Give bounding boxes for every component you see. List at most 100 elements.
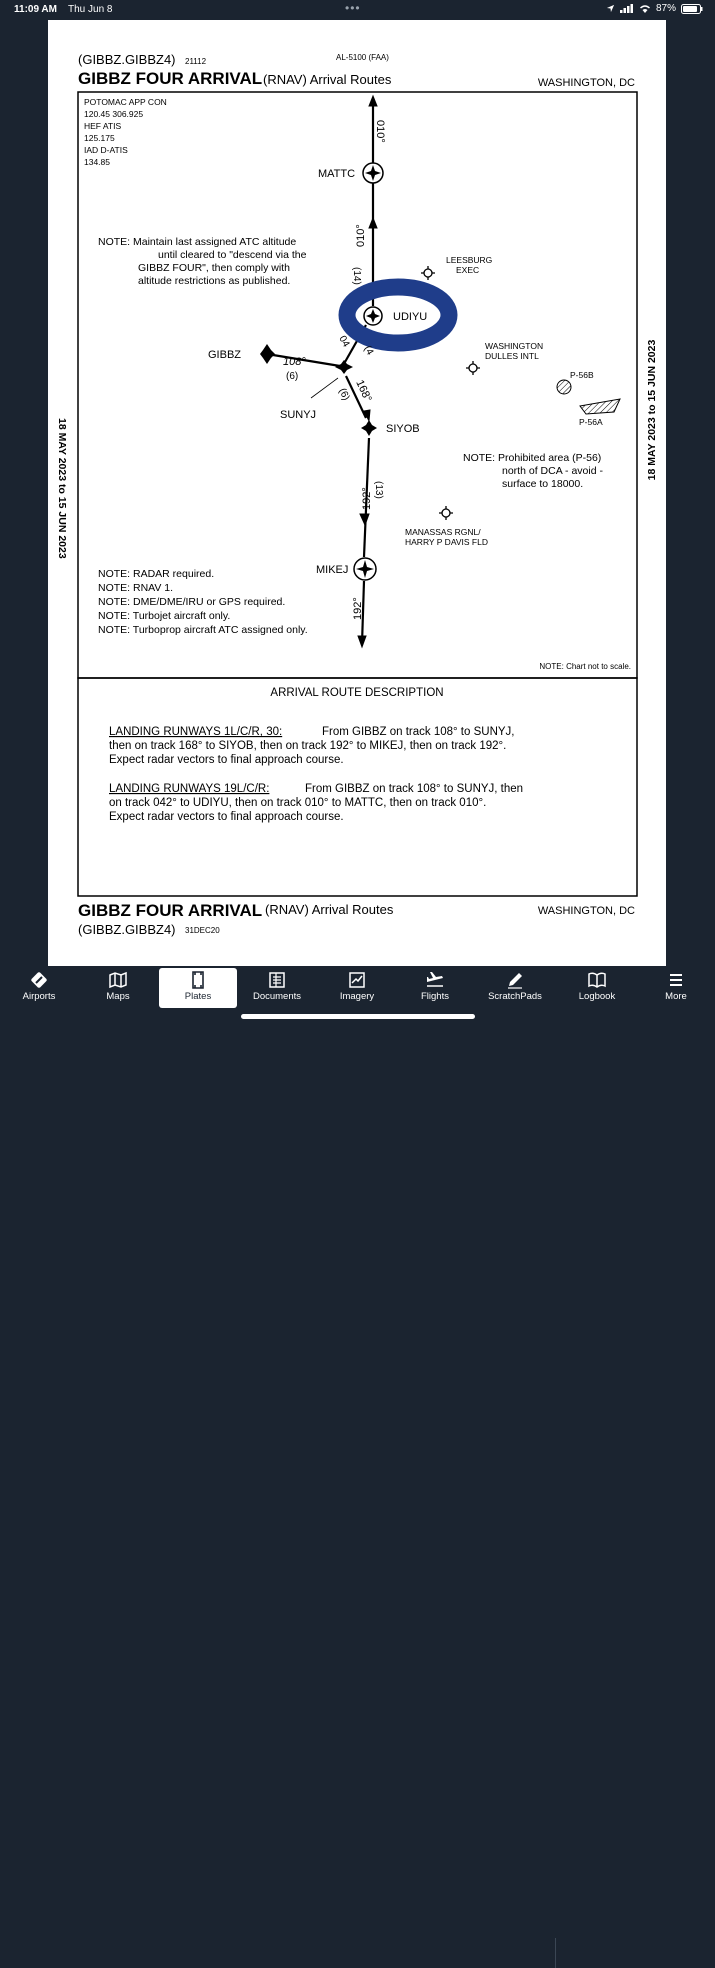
note-line: surface to 18000.: [502, 478, 583, 490]
approach-plate-page[interactable]: (GIBBZ.GIBBZ4) 21112 AL-5100 (FAA) GIBBZ…: [48, 20, 666, 966]
status-date: Thu Jun 8: [68, 4, 113, 15]
route-leg-gibbz-sunyj: [266, 352, 341, 368]
prohibited-area-p56b: [556, 379, 572, 395]
tab-logbook[interactable]: Logbook: [558, 968, 636, 1008]
comm-line: IAD D-ATIS: [84, 145, 128, 155]
tab-airports[interactable]: Airports: [0, 968, 78, 1008]
home-indicator[interactable]: [241, 1014, 475, 1019]
note-line: NOTE: RADAR required.: [98, 568, 214, 580]
tab-documents[interactable]: Documents: [238, 968, 316, 1008]
tab-label: Flights: [421, 991, 449, 1002]
airport-label: MANASSAS RGNL/: [405, 527, 481, 537]
tab-scratchpads[interactable]: ScratchPads: [476, 968, 554, 1008]
udiyu-highlight-ring[interactable]: [338, 278, 458, 352]
note-line: NOTE: RNAV 1.: [98, 582, 173, 594]
tab-more[interactable]: More: [637, 968, 715, 1008]
signal-icon: [619, 4, 633, 13]
route-description-title: ARRIVAL ROUTE DESCRIPTION: [270, 687, 443, 699]
route-lines: [266, 94, 378, 649]
course-label: 192°: [361, 487, 373, 510]
validity-right: 18 MAY 2023 to 15 JUN 2023: [646, 340, 658, 481]
route2-label: LANDING RUNWAYS 19L/C/R:: [109, 783, 269, 795]
waypoint-udiyu[interactable]: [363, 306, 383, 326]
note-line: north of DCA - avoid -: [502, 465, 603, 477]
comm-line: HEF ATIS: [84, 121, 121, 131]
note-line: NOTE: Maintain last assigned ATC altitud…: [98, 236, 296, 248]
wifi-icon: [639, 5, 650, 13]
airport-label: LEESBURG: [446, 255, 492, 265]
arrow-north-icon: [368, 216, 378, 229]
tab-label: More: [665, 991, 687, 1002]
tab-label: Documents: [252, 991, 302, 1002]
note-line: until cleared to "descend via the: [158, 249, 307, 261]
airport-leesburg[interactable]: [421, 266, 435, 280]
p56a-label: P-56A: [579, 417, 603, 427]
sunyj-leader-line: [310, 377, 339, 399]
arrival-chart[interactable]: (GIBBZ.GIBBZ4) 21112 AL-5100 (FAA) GIBBZ…: [48, 20, 666, 966]
route-leg-sunyj-siyob: [345, 375, 367, 419]
tab-label: Maps: [106, 991, 130, 1002]
tab-maps[interactable]: Maps: [79, 968, 157, 1008]
comms-frequencies: POTOMAC APP CON 120.45 306.925 HEF ATIS …: [84, 97, 167, 167]
waypoint-mattc[interactable]: [362, 162, 384, 184]
fix-label-gibbz: GIBBZ: [208, 349, 241, 361]
route-description-2: LANDING RUNWAYS 19L/C/R: From GIBBZ on t…: [109, 783, 523, 823]
imagery-icon: [349, 972, 365, 988]
arrow-south-icon: [359, 513, 370, 527]
tab-plates[interactable]: Plates: [159, 968, 237, 1008]
waypoint-star-icon: [366, 309, 380, 323]
waypoint-mikej[interactable]: [353, 557, 377, 581]
plates-icon: [192, 971, 204, 989]
battery-icon: [681, 3, 703, 14]
distance-label: (13): [373, 481, 384, 499]
fix-label-mattc: MATTC: [318, 168, 355, 180]
arrow-south-icon: [357, 635, 367, 649]
waypoint-gibbz[interactable]: [260, 344, 275, 364]
prohibited-area-p56a: [579, 398, 621, 415]
tab-flights[interactable]: Flights: [396, 968, 474, 1008]
distance-label: (14): [351, 267, 362, 285]
waypoint-siyob[interactable]: [361, 420, 377, 436]
tab-label: Logbook: [578, 991, 616, 1002]
waypoint-star-icon: [365, 165, 381, 181]
footer-subtitle: (RNAV) Arrival Routes: [265, 902, 394, 917]
note-line: NOTE: Prohibited area (P-56): [463, 452, 601, 464]
header-ident: (GIBBZ.GIBBZ4): [78, 52, 176, 67]
route1-line: Expect radar vectors to final approach c…: [109, 754, 344, 766]
course-label: 192°: [352, 597, 364, 620]
more-icon: [670, 974, 682, 986]
route-leg-siyob-mikej: [362, 437, 371, 558]
logbook-icon: [588, 972, 606, 988]
requirements-notes: NOTE: RADAR required. NOTE: RNAV 1. NOTE…: [98, 568, 308, 636]
airport-label: HARRY P DAVIS FLD: [405, 537, 488, 547]
note-line: NOTE: DME/DME/IRU or GPS required.: [98, 596, 285, 608]
not-to-scale-note: NOTE: Chart not to scale.: [539, 662, 631, 671]
fix-label-sunyj: SUNYJ: [280, 409, 316, 421]
waypoint-sunyj[interactable]: [335, 360, 353, 374]
comm-line: 120.45 306.925: [84, 109, 143, 119]
p56b-label: P-56B: [570, 370, 594, 380]
fix-label-siyob: SIYOB: [386, 423, 420, 435]
comm-line: POTOMAC APP CON: [84, 97, 167, 107]
fix-label-mikej: MIKEJ: [316, 564, 348, 576]
airport-dulles[interactable]: [466, 361, 480, 375]
arrow-icon: [363, 409, 371, 423]
airport-label: EXEC: [456, 265, 479, 275]
route2-line: From GIBBZ on track 108° to SUNYJ, then: [305, 783, 523, 795]
header-number: 21112: [185, 57, 207, 66]
airport-manassas[interactable]: [439, 506, 453, 520]
tab-imagery[interactable]: Imagery: [318, 968, 396, 1008]
route-description-frame: [77, 677, 638, 897]
tab-label: Airports: [22, 991, 56, 1002]
note-line: GIBBZ FOUR", then comply with: [138, 262, 290, 274]
route1-label: LANDING RUNWAYS 1L/C/R, 30:: [109, 726, 282, 738]
tab-label: Imagery: [339, 991, 375, 1002]
fix-label-udiyu: UDIYU: [393, 311, 427, 323]
prohibited-area-note: NOTE: Prohibited area (P-56) north of DC…: [463, 452, 603, 490]
maps-icon: [109, 971, 127, 989]
multitask-dots-icon[interactable]: •••: [345, 1, 361, 15]
flights-icon: [427, 972, 443, 987]
comm-line: 125.175: [84, 133, 115, 143]
comm-line: 134.85: [84, 157, 110, 167]
chart-subtitle: (RNAV) Arrival Routes: [263, 72, 392, 87]
